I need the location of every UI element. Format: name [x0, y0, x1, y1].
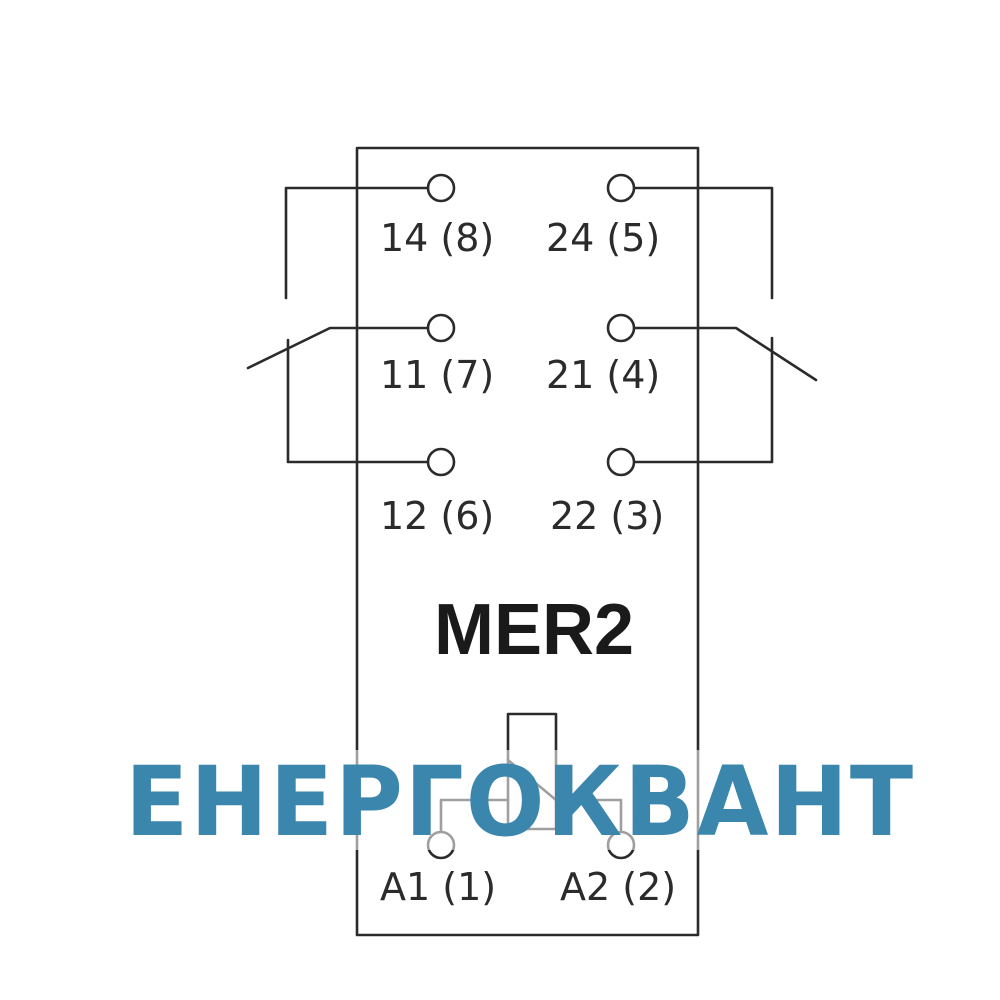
right-no-wire [632, 186, 774, 300]
label-21: 21 (4) [546, 353, 660, 397]
right-switch-lever [632, 326, 818, 382]
terminal-14 [426, 173, 456, 203]
label-14: 14 (8) [380, 216, 494, 260]
left-nc-wire [286, 338, 430, 464]
terminal-11 [426, 313, 456, 343]
terminal-12 [426, 447, 456, 477]
label-11: 11 (7) [380, 353, 494, 397]
left-switch-lever [246, 326, 430, 370]
right-nc-wire [632, 336, 774, 464]
watermark-logo: ЕНЕРГОКВАНТ [125, 746, 915, 858]
watermark-band [40, 750, 960, 850]
terminal-21 [606, 313, 636, 343]
label-24: 24 (5) [546, 216, 660, 260]
label-a2: A2 (2) [560, 865, 676, 909]
terminal-24 [606, 173, 636, 203]
model-name: MER2 [434, 590, 634, 670]
relay-body [355, 146, 700, 937]
terminal-22 [606, 447, 636, 477]
label-12: 12 (6) [380, 494, 494, 538]
left-no-wire [284, 186, 430, 300]
label-22: 22 (3) [550, 494, 664, 538]
label-a1: A1 (1) [380, 865, 496, 909]
